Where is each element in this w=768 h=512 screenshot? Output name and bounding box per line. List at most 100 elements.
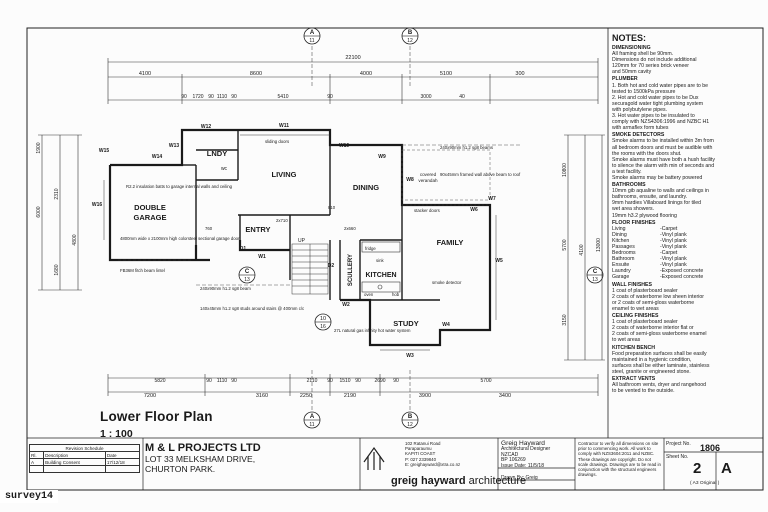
dim-top-1-0: 4100 (139, 71, 151, 77)
window-w8: W8 (406, 177, 414, 183)
dim-right-3: 4100 (579, 244, 585, 255)
note-sliding-doors: sliding doors (265, 139, 289, 144)
room-scullery: SCULLERY (348, 254, 354, 286)
notes-heading: SMOKE DETECTORS (612, 132, 665, 139)
detail-marker: 10 16 (314, 313, 332, 331)
floor-finish-room: Passages (612, 244, 635, 250)
client-block: M & L PROJECTS LTD LOT 33 MELKSHAM DRIVE… (145, 442, 261, 474)
notes-line: 2. Hot and cold water pipes to be Dux (612, 94, 699, 101)
dim-bot-1-7: 90 (355, 378, 361, 384)
note-sink: sink (376, 258, 384, 263)
floor-finish-row: Ensuite-Vinyl plank (612, 262, 762, 268)
notes-line: maintained in a hygienic condition, (612, 356, 692, 363)
notes-line: surfaces shall be either laminate, stain… (612, 362, 710, 369)
marker-letter: A (310, 414, 315, 420)
note-beam-2: 90x45mm framed wall above beam to roof (440, 172, 521, 177)
notes-line: 1. Both hot and cold water pipes are to … (612, 82, 709, 89)
room-labels: LNDY LIVING DINING DOUBLE GARAGE ENTRY F… (134, 149, 464, 328)
note-760: 760 (205, 226, 213, 231)
brand-name: greig hayward architecture (391, 475, 526, 487)
window-w1: W1 (258, 254, 266, 260)
dim-bot-2-0: 7200 (144, 393, 156, 399)
notes-line: All bathroom vents, dryer and rangehood (612, 382, 707, 389)
notes-line: and 50mm cavity (612, 69, 652, 76)
revision-schedule: Revision Schedule Rl. Description Date A… (28, 444, 141, 473)
notes-line: securagold water tight plumbing system (612, 100, 704, 107)
floor-finish-value: -Vinyl plank (660, 237, 687, 244)
room-garage-1: DOUBLE (134, 203, 166, 212)
floor-finish-row: Kitchen-Vinyl plank (612, 238, 762, 244)
brand-logo-icon (363, 446, 385, 470)
notes-line: with armaflex form tubes (612, 125, 669, 132)
marker-letter: A (310, 30, 315, 36)
dim-bot-2-5: 3400 (499, 393, 511, 399)
revision-cell-date: 17/12/18 (104, 458, 141, 466)
floor-finish-room: Dining (612, 231, 627, 238)
section-marker-c-left: C 13 (238, 266, 256, 284)
section-marker-b-top: B 12 (401, 27, 419, 88)
section-marker-a-bottom: A 11 (303, 370, 321, 429)
window-w2: W2 (342, 302, 350, 308)
notes-line: wet area showers. (612, 206, 655, 213)
dim-bot-2-4: 3900 (419, 393, 431, 399)
notes-line: Smoke alarms may be battery powered (612, 174, 703, 181)
dim-top-2-1: 1720 (192, 94, 203, 100)
revision-header-desc: Description (43, 451, 106, 459)
window-w10: W10 (339, 143, 350, 149)
top-dims-row-2: 90 1720 90 1110 90 5410 90 3000 40 (181, 94, 465, 100)
dim-right-4: 3150 (562, 314, 568, 325)
title-block-lines (27, 438, 763, 491)
dim-top-1-4: 300 (515, 71, 524, 77)
dim-left-3: 4800 (72, 234, 78, 245)
notes-line: a test facility. (612, 168, 642, 175)
brand-name-light: architecture (468, 475, 527, 487)
dim-right-2: 5700 (562, 239, 568, 250)
notes-line: with polybutylene pipes. (612, 106, 668, 113)
issue-date-label: Issue Date: (501, 463, 527, 470)
sheet-no: 2 (693, 460, 702, 477)
dim-total-width: 22100 (345, 55, 360, 61)
notes-line: Dimensions do not include additional (612, 57, 697, 64)
dim-top-2-6: 90 (327, 94, 333, 100)
notes-line: bathrooms, ensuite, and laundry. (612, 194, 688, 201)
brand-address: 102 Ratanui Road Paraparaumu KAPITI COAS… (405, 441, 460, 467)
window-w13: W13 (169, 143, 180, 149)
marker-sheet: 12 (407, 38, 413, 44)
notes-heading: EXTRACT VENTS (612, 375, 656, 382)
bottom-dims-row-2: 7200 3160 2250 2190 3900 3400 (144, 393, 511, 399)
dim-bot-1-6: 1510 (339, 378, 350, 384)
note-garage-lintel: FB36M fitch beam lintel (120, 268, 165, 273)
notes-line: the rooms with the doors shut. (612, 150, 682, 157)
brand-address-line: KAPITI COAST (405, 451, 436, 457)
notes-line: 1 coat of plasterboard sealer (612, 319, 678, 326)
right-dimension-lines (564, 134, 605, 361)
plan-scale: 1 : 100 (100, 428, 133, 440)
dim-top-2-8: 40 (459, 94, 465, 100)
marker-sheet: 11 (309, 422, 314, 428)
client-name: M & L PROJECTS LTD (145, 442, 261, 454)
window-w11: W11 (279, 123, 289, 129)
dim-bot-1-1: 90 (206, 378, 212, 384)
notes-line: 2 coats of waterborne interior flat or (612, 325, 694, 332)
revision-cell-rl: A (28, 458, 45, 466)
dim-bot-2-3: 2190 (344, 393, 356, 399)
section-marker-c-right: C 13 (586, 266, 604, 284)
notes-heading: BATHROOMS (612, 182, 646, 189)
project-no-label: Project No. (666, 441, 691, 447)
note-2x710: 2x710 (276, 218, 288, 223)
notes-line: or 2 coats of semi-gloss waterborne (612, 299, 695, 306)
notes-line: steel, granite or engineered stone. (612, 368, 691, 375)
notes-line: 2 coats of waterborne low sheen interior (612, 293, 704, 300)
dim-top-2-7: 3000 (420, 94, 431, 100)
notes-line: 2 coats of semi-gloss waterborne enamel (612, 331, 707, 338)
room-living: LIVING (271, 170, 296, 179)
section-marker-b-bottom: B 12 (401, 370, 419, 429)
verandah-1: covered (420, 172, 437, 177)
left-dims: 1900 2310 6000 4800 1680 (36, 142, 78, 275)
note-stair-up: UP (298, 238, 306, 244)
designer-block: Greig Hayward Architectural Designer NZC… (501, 440, 550, 482)
room-lndy: LNDY (207, 149, 227, 158)
